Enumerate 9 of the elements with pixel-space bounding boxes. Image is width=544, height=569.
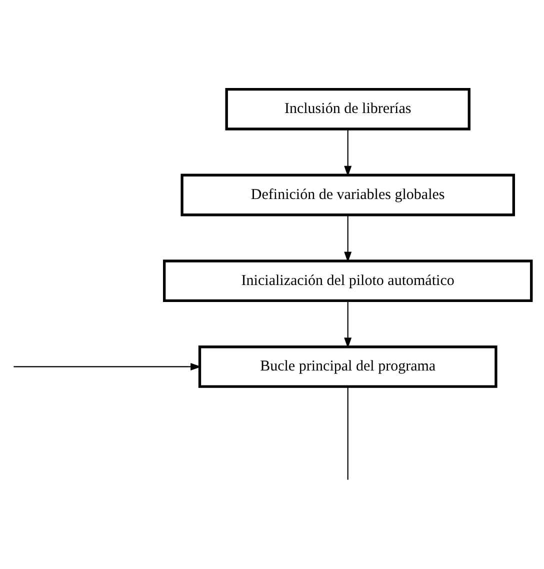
arrow	[344, 128, 352, 176]
arrow	[344, 300, 352, 348]
arrow	[344, 214, 352, 262]
node-box: Inclusión de librerías	[225, 87, 470, 130]
node-box: Bucle principal del programa	[198, 345, 498, 388]
arrow	[14, 362, 202, 370]
connector	[347, 386, 348, 480]
node-box: Inicialización del piloto automático	[163, 259, 533, 302]
node-box: Definición de variables globales	[180, 173, 515, 216]
